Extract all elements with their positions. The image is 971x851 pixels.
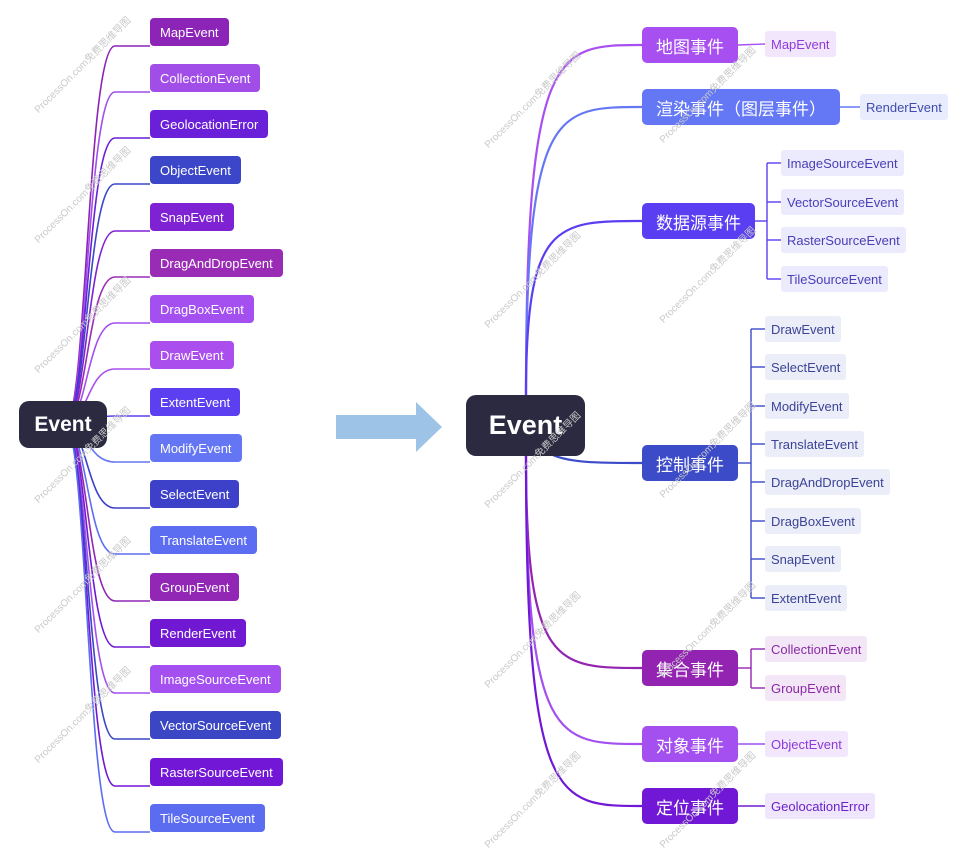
category-object-events[interactable]: 对象事件 (642, 726, 738, 762)
left-item-drag-box-event[interactable]: DragBoxEvent (150, 295, 254, 323)
left-item-extent-event[interactable]: ExtentEvent (150, 388, 241, 416)
left-item-snap-event[interactable]: SnapEvent (150, 203, 234, 231)
leaf-map-event[interactable]: MapEvent (765, 31, 836, 57)
category-control-events[interactable]: 控制事件 (642, 445, 738, 481)
leaf-extent-event[interactable]: ExtentEvent (765, 585, 848, 611)
leaf-drag-box-event[interactable]: DragBoxEvent (765, 508, 861, 534)
left-item-image-source-event[interactable]: ImageSourceEvent (150, 665, 281, 693)
left-item-select-event[interactable]: SelectEvent (150, 480, 240, 508)
left-item-collection-event[interactable]: CollectionEvent (150, 64, 261, 92)
right-arrow-icon (336, 402, 442, 452)
leaf-geolocation-error[interactable]: GeolocationError (765, 793, 876, 819)
leaf-snap-event[interactable]: SnapEvent (765, 546, 841, 572)
left-item-drag-and-drop-event[interactable]: DragAndDropEvent (150, 249, 283, 277)
left-item-raster-source-event[interactable]: RasterSourceEvent (150, 758, 283, 786)
left-item-translate-event[interactable]: TranslateEvent (150, 526, 257, 554)
category-render-events[interactable]: 渲染事件（图层事件） (642, 89, 840, 125)
left-item-geolocation-error[interactable]: GeolocationError (150, 110, 269, 138)
category-geolocation-events[interactable]: 定位事件 (642, 788, 738, 824)
left-item-draw-event[interactable]: DrawEvent (150, 341, 234, 369)
leaf-object-event[interactable]: ObjectEvent (765, 731, 848, 757)
left-item-map-event[interactable]: MapEvent (150, 18, 229, 46)
left-item-render-event[interactable]: RenderEvent (150, 619, 246, 647)
leaf-tile-source-event[interactable]: TileSourceEvent (781, 266, 888, 292)
leaf-vector-source-event[interactable]: VectorSourceEvent (781, 189, 905, 215)
leaf-collection-event[interactable]: CollectionEvent (765, 636, 868, 662)
leaf-raster-source-event[interactable]: RasterSourceEvent (781, 227, 906, 253)
leaf-select-event[interactable]: SelectEvent (765, 354, 847, 380)
left-root-node[interactable]: Event (19, 401, 107, 448)
left-item-object-event[interactable]: ObjectEvent (150, 156, 241, 184)
leaf-image-source-event[interactable]: ImageSourceEvent (781, 150, 904, 176)
leaf-translate-event[interactable]: TranslateEvent (765, 431, 864, 457)
left-item-vector-source-event[interactable]: VectorSourceEvent (150, 711, 282, 739)
category-map-events[interactable]: 地图事件 (642, 27, 738, 63)
leaf-drag-and-drop-event[interactable]: DragAndDropEvent (765, 469, 890, 495)
leaf-render-event[interactable]: RenderEvent (860, 94, 948, 120)
leaf-draw-event[interactable]: DrawEvent (765, 316, 841, 342)
category-source-events[interactable]: 数据源事件 (642, 203, 755, 239)
leaf-modify-event[interactable]: ModifyEvent (765, 393, 849, 419)
leaf-group-event[interactable]: GroupEvent (765, 675, 847, 701)
left-item-group-event[interactable]: GroupEvent (150, 573, 240, 601)
left-item-modify-event[interactable]: ModifyEvent (150, 434, 242, 462)
left-item-tile-source-event[interactable]: TileSourceEvent (150, 804, 265, 832)
right-root-node[interactable]: Event (466, 395, 585, 456)
category-collection-events[interactable]: 集合事件 (642, 650, 738, 686)
